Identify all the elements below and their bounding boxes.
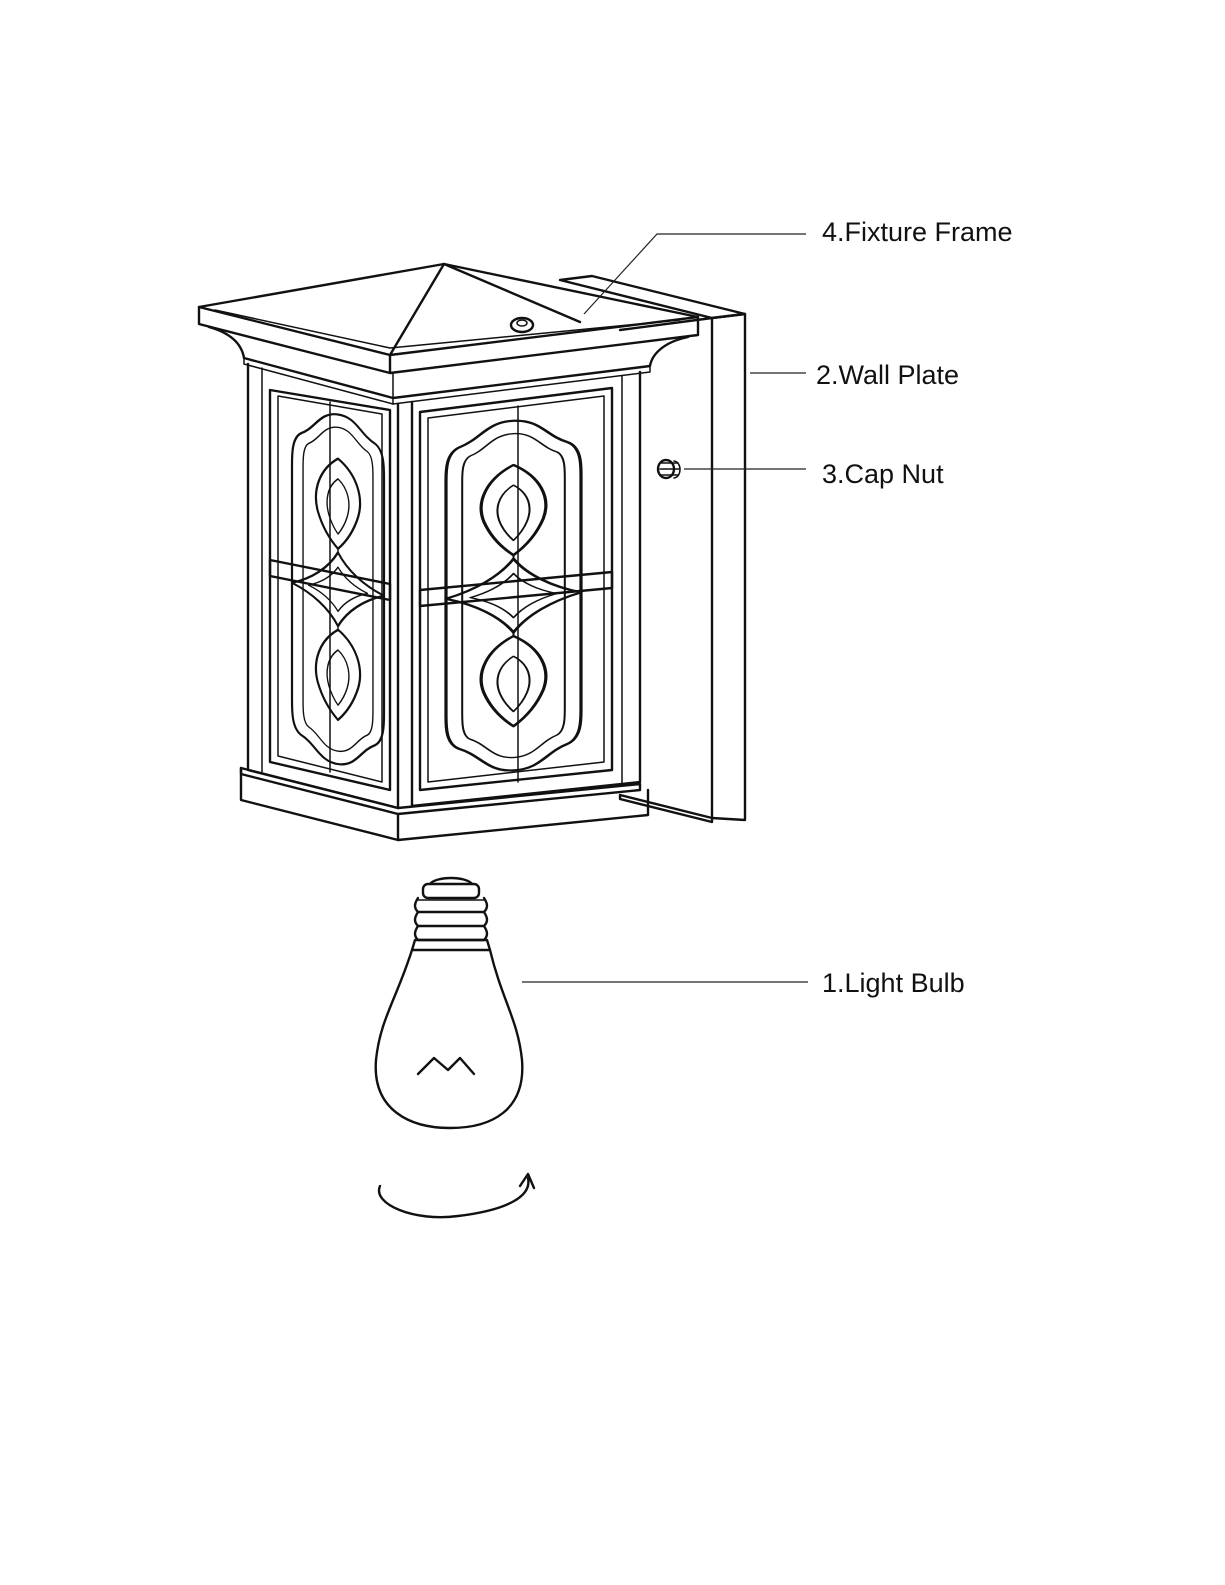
rotation-arrow-icon xyxy=(379,1174,534,1217)
label-cap-nut: 3.Cap Nut xyxy=(822,459,944,489)
label-fixture-frame: 4.Fixture Frame xyxy=(822,217,1013,247)
right-glass-panel xyxy=(446,418,581,774)
label-wall-plate: 2.Wall Plate xyxy=(816,360,959,390)
light-bulb-drawing xyxy=(376,878,523,1128)
fixture-roof xyxy=(199,264,698,373)
label-light-bulb: 1.Light Bulb xyxy=(822,968,965,998)
fixture-body xyxy=(248,364,640,808)
cap-nut-drawing xyxy=(658,460,680,478)
fixture-base xyxy=(241,768,648,840)
fixture-drawing xyxy=(199,264,745,840)
